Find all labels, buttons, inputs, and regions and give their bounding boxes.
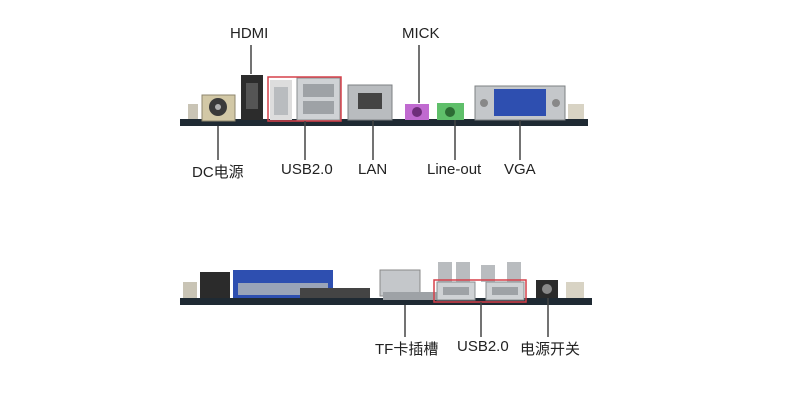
lan-port — [347, 84, 393, 121]
bottom-right-connector — [566, 282, 584, 298]
label-tf-slot: TF卡插槽 — [375, 341, 439, 358]
top-board — [180, 45, 588, 160]
bottom-left-connector — [183, 282, 197, 298]
label-dc-power: DC电源 — [192, 164, 244, 181]
bottom-small-post-1 — [438, 262, 452, 282]
usb-pair-bottom — [436, 281, 525, 301]
bottom-pcb-edge — [180, 298, 592, 305]
bottom-small-post-3 — [481, 265, 495, 282]
bottom-small-post-4 — [507, 262, 521, 282]
label-line-out: Line-out — [427, 161, 482, 178]
lineout-jack — [437, 103, 464, 120]
bottom-board — [180, 262, 592, 337]
dc-jack — [201, 94, 236, 122]
bottom-black-block — [200, 272, 230, 298]
bottom-small-post-2 — [456, 262, 470, 282]
usb-highlight-bottom — [433, 279, 527, 303]
bottom-component-row — [300, 288, 370, 298]
label-power-switch: 电源开关 — [520, 341, 581, 358]
mic-jack — [405, 104, 429, 120]
power-switch — [536, 280, 558, 298]
label-usb-top: USB2.0 — [281, 161, 333, 178]
usb-stack-top — [270, 77, 341, 121]
label-usb-bottom: USB2.0 — [457, 338, 509, 355]
hdmi-port — [241, 75, 263, 120]
tf-card-slot — [379, 269, 439, 300]
vga-port — [474, 85, 566, 121]
small-connector-right — [568, 104, 584, 119]
label-vga: VGA — [504, 161, 536, 178]
label-hdmi: HDMI — [230, 25, 269, 42]
small-header — [188, 104, 198, 119]
label-lan: LAN — [358, 161, 388, 178]
label-mick: MICK — [402, 25, 440, 42]
top-pcb-edge — [180, 119, 588, 126]
